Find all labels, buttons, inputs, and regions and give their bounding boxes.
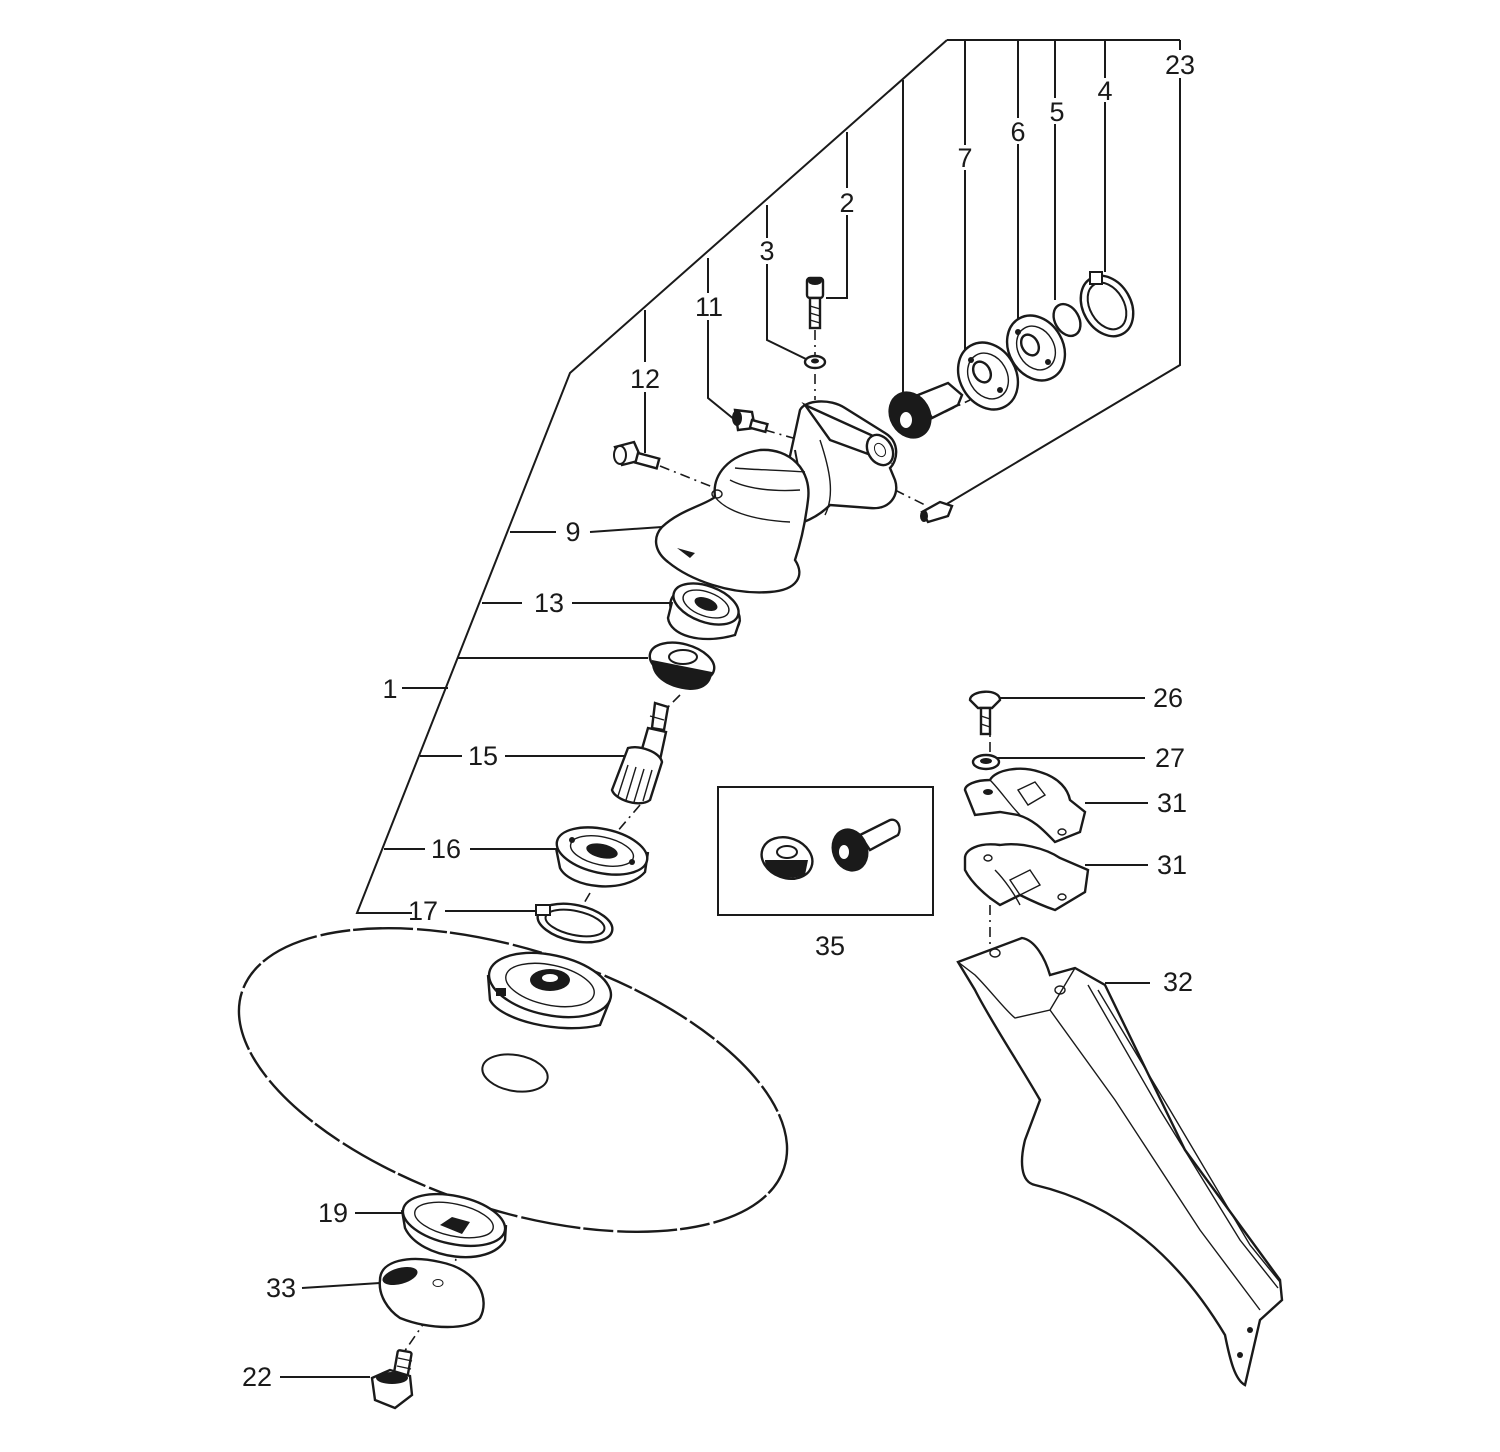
gear-housing-part-9 [654, 448, 810, 594]
nut-part-22 [370, 1349, 414, 1410]
bearing-part-6 [1005, 314, 1067, 382]
washer-part-27 [971, 753, 1001, 771]
circlip-part-17 [535, 902, 614, 944]
bevel-gear [648, 641, 716, 690]
callout-11: 11 [695, 292, 723, 322]
callout-26: 26 [1153, 683, 1183, 713]
blade-guard-part-32 [956, 936, 1284, 1387]
bearing-part-7 [956, 341, 1020, 411]
bolt-part-2 [805, 276, 825, 330]
washer-part-3 [803, 354, 827, 370]
callout-3: 3 [759, 236, 774, 266]
callout-2: 2 [839, 188, 854, 218]
callout-5: 5 [1049, 97, 1064, 127]
clamp-part-31-upper [963, 767, 1087, 844]
bearing-part-13 [666, 582, 742, 641]
callout-32: 32 [1163, 967, 1193, 997]
gear-set-box-part-35 [717, 786, 934, 916]
blade-holder-part-18 [486, 951, 613, 1030]
receiver-part-19 [400, 1192, 508, 1259]
shaft-part-15 [610, 701, 670, 805]
callout-15: 15 [468, 741, 498, 771]
callout-9: 9 [565, 517, 580, 547]
leader-lines [280, 39, 1181, 1378]
callout-27: 27 [1155, 743, 1185, 773]
bearing-part-16 [554, 826, 650, 888]
screw-part-26 [968, 690, 1002, 736]
grease-plug-part-23 [920, 500, 954, 524]
callout-33: 33 [266, 1273, 296, 1303]
callout-31-lower: 31 [1157, 850, 1187, 880]
callout-13: 13 [534, 588, 564, 618]
callout-17: 17 [408, 896, 438, 926]
callout-4: 4 [1097, 76, 1112, 106]
callout-16: 16 [431, 834, 461, 864]
clamp-part-31-lower [963, 843, 1090, 912]
cover-part-33 [378, 1257, 485, 1329]
callout-1: 1 [382, 674, 397, 704]
pinion-gear [888, 381, 964, 439]
callout-35: 35 [815, 931, 845, 961]
callout-19: 19 [318, 1198, 348, 1228]
callout-31-upper: 31 [1157, 788, 1187, 818]
ring-part-5 [1052, 302, 1082, 338]
screw-part-11 [732, 408, 769, 434]
callout-22: 22 [242, 1362, 272, 1392]
cutting-blade-disc [237, 927, 789, 1233]
callout-6: 6 [1010, 117, 1025, 147]
callout-23: 23 [1165, 50, 1195, 80]
callout-12: 12 [630, 364, 660, 394]
circlip-part-4 [1079, 271, 1135, 338]
bolt-part-12 [613, 440, 661, 470]
callout-7: 7 [957, 143, 972, 173]
